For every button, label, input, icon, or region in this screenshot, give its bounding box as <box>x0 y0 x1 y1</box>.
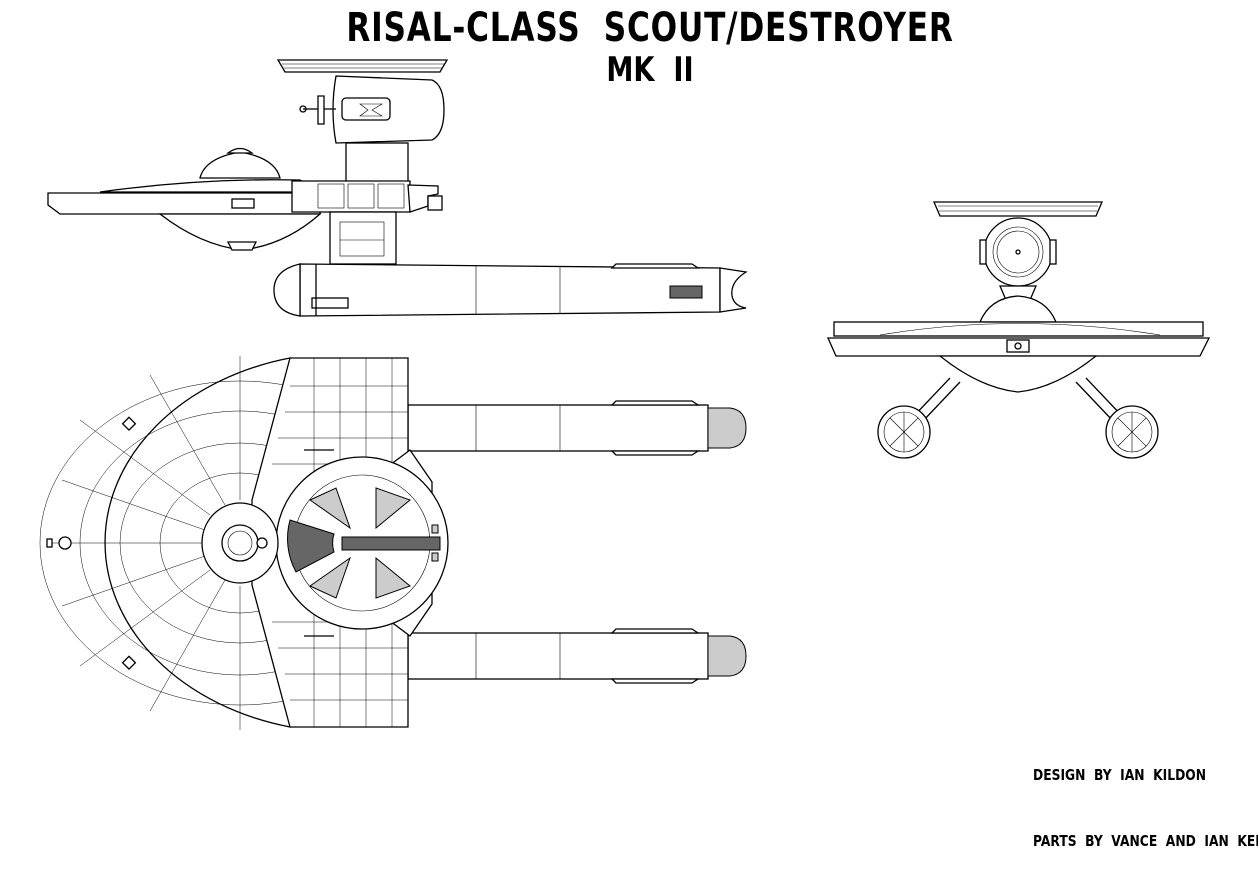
parts-credit: PARTS BY VANCE AND IAN KELDON <box>1033 832 1258 850</box>
side-neck <box>291 180 411 213</box>
side-saucer-rim <box>47 192 321 215</box>
side-top-dish <box>276 59 449 73</box>
side-saucer-dome <box>199 151 281 179</box>
side-pylon <box>345 142 409 184</box>
drawing-title: RISAL-CLASS SCOUT/DESTROYER <box>346 5 954 51</box>
schematic-drawing <box>39 59 1211 730</box>
top-saucer <box>104 357 291 728</box>
front-top-dish <box>933 201 1103 217</box>
side-engineering-hull <box>299 263 721 317</box>
design-credit: DESIGN BY IAN KILDON <box>1033 766 1207 784</box>
side-view <box>47 59 748 317</box>
title-block: RISAL-CLASS SCOUT/DESTROYER MK II <box>0 6 1258 90</box>
front-dome <box>979 295 1057 323</box>
credits-block: DESIGN BY IAN KILDON PARTS BY VANCE AND … <box>1033 720 1258 874</box>
front-saucer-rim <box>833 321 1204 337</box>
top-nacelle-upper <box>407 400 747 456</box>
front-view <box>826 201 1211 459</box>
top-view <box>39 356 747 730</box>
side-saucer-upper <box>99 179 323 193</box>
drawing-subtitle: MK II <box>606 50 694 90</box>
top-nacelle-lower <box>407 628 747 684</box>
